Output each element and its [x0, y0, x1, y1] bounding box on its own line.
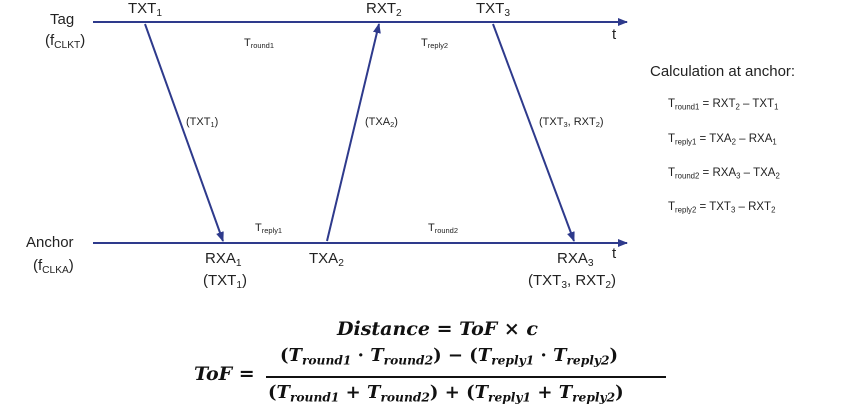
tag-axis-t-label: t [612, 26, 617, 43]
message-arrow-txt1 [144, 23, 224, 242]
interval-tround2: Tround2 [428, 222, 458, 236]
interval-treply1: Treply1 [255, 222, 283, 236]
tof-denominator: (Tround1 + Tround2) + (Treply1 + Treply2… [268, 382, 624, 405]
message-label-txt3-rxt2: (TXT3, RXT2) [539, 116, 604, 130]
anchor-clock-label: (fCLKA) [33, 257, 74, 277]
message-label-txt1: (TXT1) [186, 116, 219, 130]
calc-eq-treply2: Treply2 = TXT3 – RXT2 [668, 201, 776, 215]
interval-treply2: Treply2 [421, 37, 449, 51]
event-txt1: TXT1 [128, 0, 163, 20]
tof-numerator: (Tround1 · Tround2) − (Treply1 · Treply2… [280, 345, 619, 368]
calc-eq-treply1: Treply1 = TXA2 – RXA1 [668, 133, 777, 147]
event-txt3: TXT3 [476, 0, 511, 20]
event-rxt2: RXT2 [366, 0, 402, 20]
distance-formula: Distance = ToF × c [337, 318, 538, 340]
tof-lhs: ToF = [194, 363, 255, 385]
event-rxa3: RXA3 [557, 250, 594, 270]
calc-eq-tround1: Tround1 = RXT2 – TXT1 [668, 98, 779, 112]
tof-fraction-bar [266, 376, 666, 378]
message-label-txa2: (TXA2) [365, 116, 398, 130]
event-rxa1-payload: (TXT1) [203, 272, 247, 292]
tag-clock-label: (fCLKT) [45, 32, 86, 52]
tag-label: Tag [50, 11, 75, 28]
calc-eq-tround2: Tround2 = RXA3 – TXA2 [668, 167, 780, 181]
anchor-axis-t-label: t [612, 245, 617, 262]
event-rxa1: RXA1 [205, 250, 242, 270]
calculation-title: Calculation at anchor: [650, 63, 796, 80]
anchor-label: Anchor [26, 234, 74, 251]
event-rxa3-payload: (TXT3, RXT2) [528, 272, 617, 292]
event-txa2: TXA2 [309, 250, 344, 270]
interval-tround1: Tround1 [244, 37, 274, 51]
message-arrow-txt3 [492, 23, 575, 242]
message-arrow-txa2 [326, 23, 381, 242]
